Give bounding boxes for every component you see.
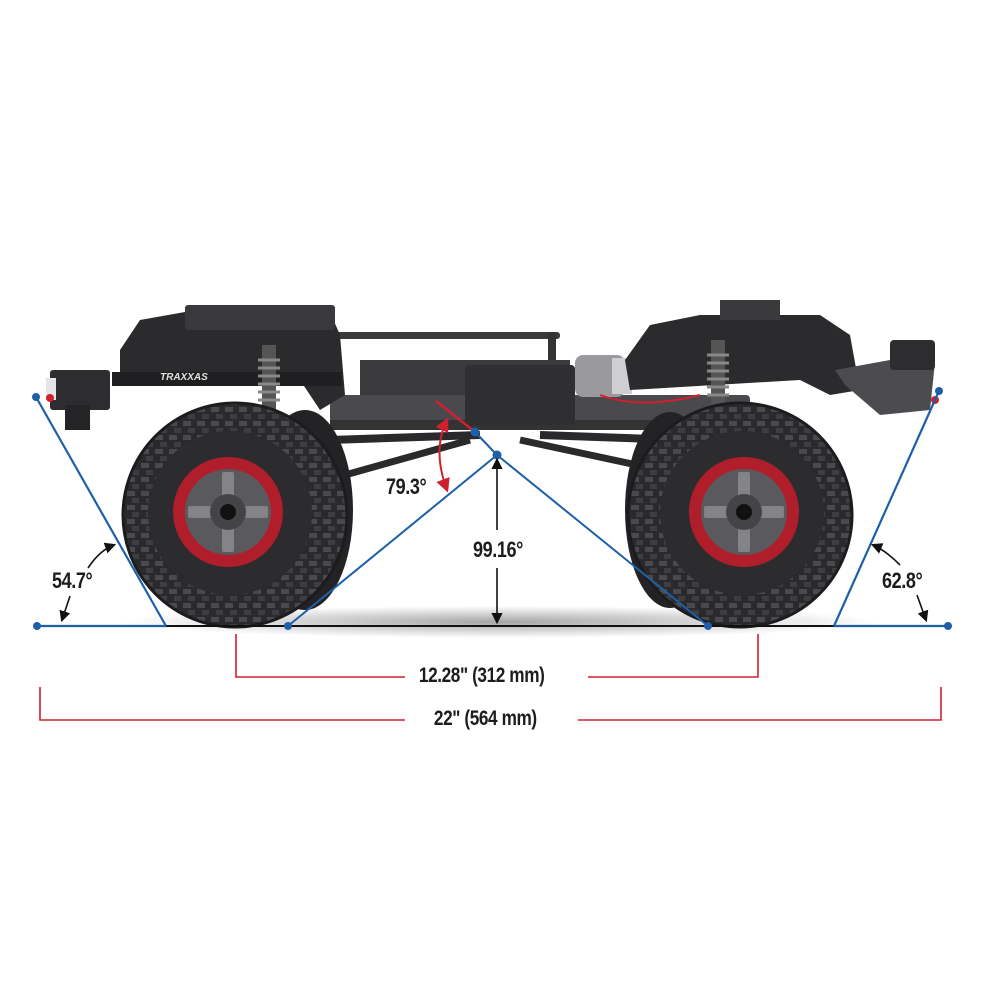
angle-endpoint-dots [32,387,952,630]
link-angle-arrow [435,417,450,493]
angle-arrows [59,457,929,625]
wheelbase-label: 12.28" (312 mm) [414,664,550,688]
rear-wheel [625,401,854,629]
brand-logo: TRAXXAS [160,372,208,383]
departure-angle-lines [832,390,948,628]
approach-angle-lines [35,396,167,628]
link-angle-label: 79.3° [386,474,427,499]
wheelbase-bracket [235,634,759,678]
overall-length-bracket [39,687,942,721]
overall-length-label: 22" (564 mm) [429,707,542,731]
chassis: TRAXXAS [46,300,939,479]
breakover-angle-lines [287,431,709,627]
approach-angle-label: 54.7° [52,568,93,593]
front-wheel [121,401,353,629]
link-reference-line [435,400,476,433]
departure-angle-label: 62.8° [882,568,923,593]
breakover-angle-label: 99.16° [473,537,523,563]
